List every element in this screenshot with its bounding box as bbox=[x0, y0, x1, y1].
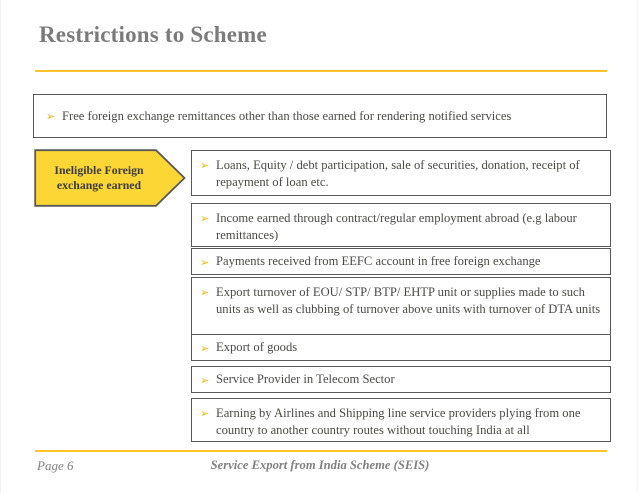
restriction-text-6: Service Provider in Telecom Sector bbox=[216, 372, 395, 387]
arrow-bullet-icon: ➢ bbox=[200, 255, 210, 269]
page-title: Restrictions to Scheme bbox=[39, 22, 267, 47]
restriction-box-7: ➢ Earning by Airlines and Shipping line … bbox=[191, 398, 611, 442]
arrow-bullet-icon: ➢ bbox=[200, 341, 210, 355]
footer-page-number: Page 6 bbox=[37, 458, 74, 473]
footer-deck-title: Service Export from India Scheme (SEIS) bbox=[210, 458, 430, 472]
arrow-bullet-icon: ➢ bbox=[200, 159, 210, 172]
callout-label-line2: exchange earned bbox=[56, 178, 142, 192]
restriction-box-5: ➢ Export of goods bbox=[191, 334, 611, 361]
restriction-box-1: ➢ Loans, Equity / debt participation, sa… bbox=[191, 150, 611, 196]
footer-divider-rule bbox=[35, 450, 607, 452]
ineligible-callout: Ineligible Foreign exchange earned bbox=[34, 149, 186, 207]
restriction-box-6: ➢ Service Provider in Telecom Sector bbox=[191, 366, 611, 393]
callout-label-line1: Ineligible Foreign bbox=[54, 163, 144, 177]
arrow-bullet-icon: ➢ bbox=[46, 109, 56, 123]
restriction-text-4: Export turnover of EOU/ STP/ BTP/ EHTP u… bbox=[216, 285, 601, 316]
restriction-text-1: Loans, Equity / debt participation, sale… bbox=[216, 158, 580, 189]
title-divider-rule bbox=[35, 70, 607, 72]
restriction-box-3: ➢ Payments received from EEFC account in… bbox=[191, 248, 611, 275]
restriction-box-2: ➢ Income earned through contract/regular… bbox=[191, 203, 611, 247]
restriction-text-5: Export of goods bbox=[216, 340, 298, 355]
pentagon-arrow-shape bbox=[34, 149, 186, 207]
arrow-bullet-icon: ➢ bbox=[200, 407, 210, 420]
restriction-box-intro: ➢ Free foreign exchange remittances othe… bbox=[33, 94, 607, 138]
restriction-text-3: Payments received from EEFC account in f… bbox=[216, 254, 541, 269]
restriction-text-intro: Free foreign exchange remittances other … bbox=[62, 108, 512, 123]
arrow-bullet-icon: ➢ bbox=[200, 373, 210, 387]
arrow-bullet-icon: ➢ bbox=[200, 286, 210, 299]
restriction-text-7: Earning by Airlines and Shipping line se… bbox=[216, 406, 581, 437]
restriction-box-4: ➢ Export turnover of EOU/ STP/ BTP/ EHTP… bbox=[191, 277, 611, 337]
arrow-bullet-icon: ➢ bbox=[200, 212, 210, 225]
restriction-text-2: Income earned through contract/regular e… bbox=[216, 211, 577, 242]
callout-label: Ineligible Foreign exchange earned bbox=[34, 149, 158, 207]
